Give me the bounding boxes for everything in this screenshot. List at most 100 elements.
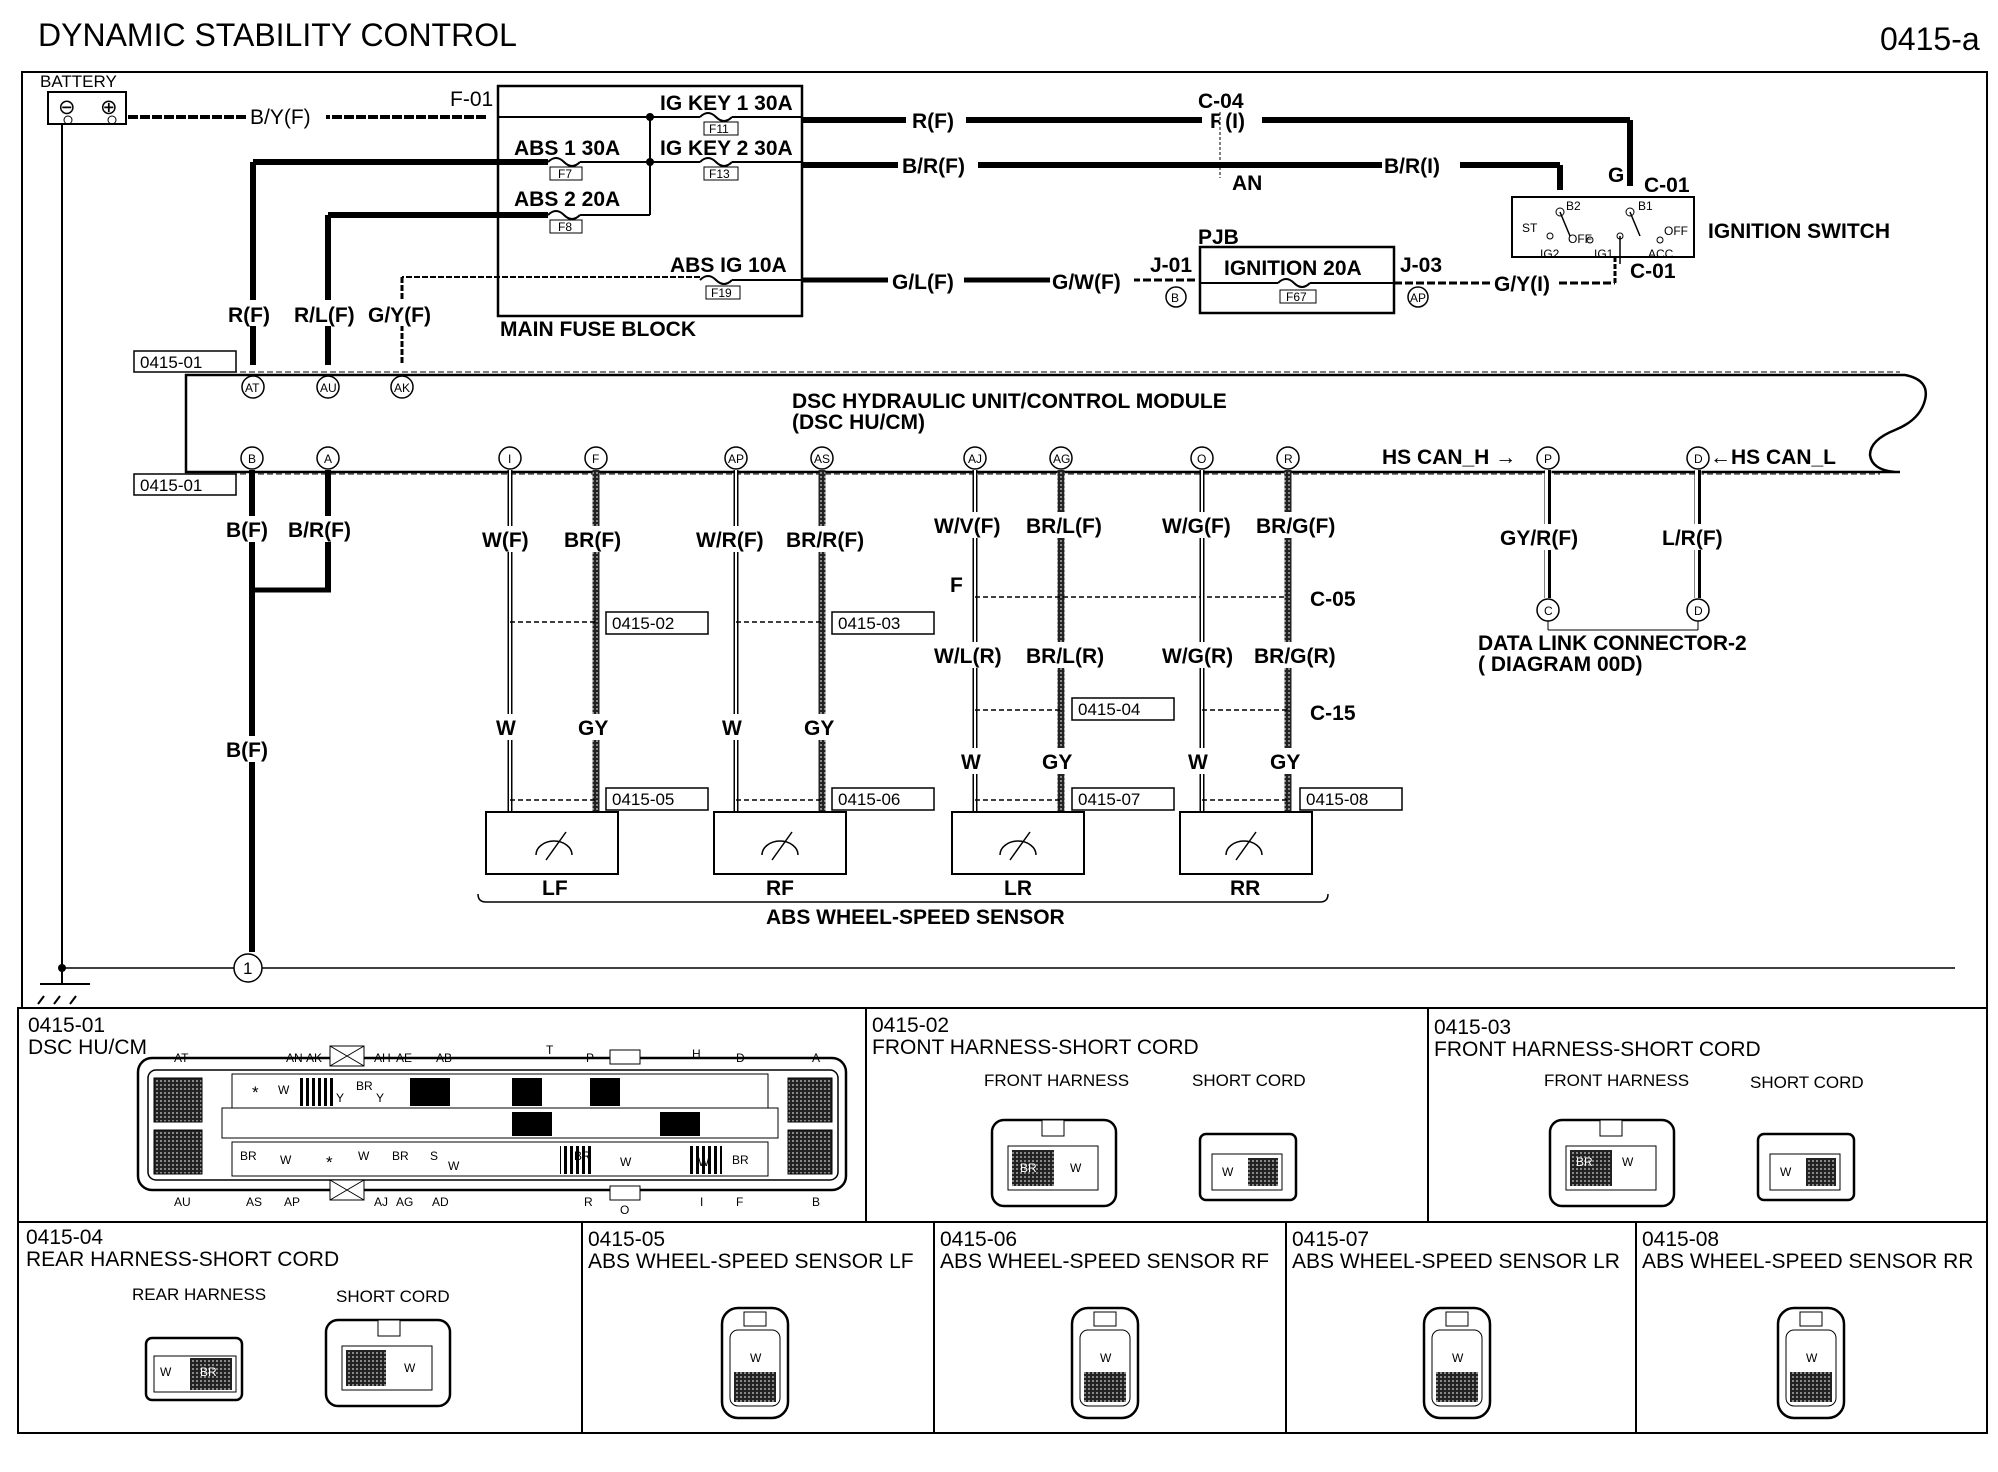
pjb-box	[1198, 245, 1396, 315]
wire-label-br-f: B/R(F)	[902, 155, 965, 178]
sw-b2: B2	[1566, 199, 1581, 213]
fuse-code: F11	[709, 122, 729, 136]
sw-st: ST	[1522, 221, 1538, 235]
p01-cell: *	[252, 1083, 259, 1102]
p01-top-ae: AE	[396, 1051, 412, 1065]
wire-label-b-f: B(F)	[226, 519, 268, 542]
j03-conn-label: AP	[1410, 291, 1426, 305]
panel-name: ABS WHEEL-SPEED SENSOR LR	[1292, 1250, 1620, 1273]
pin-br: BR	[200, 1365, 217, 1379]
ref-0415-06: 0415-06	[838, 790, 900, 809]
p01-cell: W	[698, 1155, 710, 1169]
pin-au: AU	[320, 381, 337, 395]
pin-w: W	[1806, 1351, 1818, 1365]
pin-ak: AK	[394, 381, 410, 395]
p01-top-at: AT	[174, 1051, 189, 1065]
panel-name: FRONT HARNESS-SHORT CORD	[1434, 1038, 1761, 1061]
battery-minus-icon: ⊖	[58, 96, 76, 119]
sw-acc: ACC	[1648, 247, 1674, 261]
connector-f-label: F	[950, 574, 963, 597]
sensor-lf: LF	[485, 811, 619, 900]
battery: BATTERY ⊖ ⊕	[40, 72, 127, 125]
panel-name: REAR HARNESS-SHORT CORD	[26, 1248, 339, 1271]
pin-as: AS	[814, 452, 830, 466]
wire-label-w-lf: W	[496, 717, 516, 740]
p01-cell: BR	[574, 1149, 591, 1163]
fuse-label: ABS 1 30A	[514, 137, 620, 160]
an-label: AN	[1232, 172, 1262, 195]
pin-w: W	[404, 1361, 416, 1375]
pjb-fuse-code: F67	[1286, 290, 1307, 304]
page-code: 0415-a	[1880, 21, 1980, 57]
j01-label: J-01	[1150, 254, 1192, 277]
p01-bot-ag: AG	[396, 1195, 413, 1209]
panel-0415-01: 0415-01 DSC HU/CM AT AN AK AH AE AB T P	[28, 1014, 848, 1217]
fuse-label: IG KEY 2 30A	[660, 137, 793, 160]
panel-0415-02: 0415-02 FRONT HARNESS-SHORT CORD FRONT H…	[872, 1014, 1306, 1208]
module-ref-bottom: 0415-01	[140, 476, 202, 495]
pin-w: W	[1100, 1351, 1112, 1365]
p01-cell: W	[278, 1083, 290, 1097]
wire-label-gy-lf: GY	[578, 717, 608, 740]
j03-label: J-03	[1400, 254, 1442, 277]
pin-br: BR	[1020, 1161, 1037, 1175]
wire-label-wl-r: W/L(R)	[934, 645, 1002, 668]
panel-0415-07: 0415-07 ABS WHEEL-SPEED SENSOR LR W	[1292, 1228, 1620, 1420]
pin-w: W	[1780, 1165, 1792, 1179]
panel-code: 0415-03	[1434, 1016, 1511, 1039]
main-fuse-block-label: MAIN FUSE BLOCK	[500, 318, 696, 341]
wire-label-gy-rr: GY	[1270, 751, 1300, 774]
dlc-diagram-ref: ( DIAGRAM 00D)	[1478, 653, 1643, 676]
p01-top-t: T	[546, 1043, 554, 1057]
wire-label-w-rf: W	[722, 717, 742, 740]
pjb-label: PJB	[1198, 226, 1239, 249]
dlc-pin-c: C	[1544, 604, 1553, 618]
sensor-rr: RR	[1179, 811, 1313, 900]
fuse-code: F8	[558, 220, 572, 234]
fuse-label: ABS 2 20A	[514, 188, 620, 211]
sensor-rf-label: RF	[766, 877, 794, 900]
pin-d: D	[1694, 452, 1703, 466]
p01-cell: BR	[356, 1079, 373, 1093]
p01-top-an: AN	[286, 1051, 303, 1065]
hs-can-l-label: ←HS CAN_L	[1710, 446, 1836, 469]
wire-label-wv-f: W/V(F)	[934, 515, 1000, 538]
fuse-label: IG KEY 1 30A	[660, 92, 793, 115]
wire-label-b-f-low: B(F)	[226, 739, 268, 762]
panel-code: 0415-04	[26, 1226, 103, 1249]
panel-name: ABS WHEEL-SPEED SENSOR LF	[588, 1250, 914, 1273]
p01-bot-i: I	[700, 1195, 703, 1209]
ref-0415-07: 0415-07	[1078, 790, 1140, 809]
module-bottom-pins: B A I F AP AS AJ AG O R P D	[240, 446, 1710, 470]
p01-cell: W	[620, 1155, 632, 1169]
p01-cell: Y	[336, 1091, 344, 1105]
dlc-label: DATA LINK CONNECTOR-2	[1478, 632, 1747, 655]
c04-label: C-04	[1198, 90, 1244, 113]
pin-ap: AP	[728, 452, 744, 466]
ignition-g-label: G	[1608, 164, 1624, 187]
p01-cell: S	[430, 1149, 438, 1163]
wire-label-wg-f: W/G(F)	[1162, 515, 1231, 538]
c01-bottom-label: C-01	[1630, 260, 1676, 283]
pin-o: O	[1197, 452, 1206, 466]
p01-cell: *	[326, 1153, 333, 1172]
fuse-code: F7	[558, 167, 572, 181]
pin-f: F	[592, 452, 599, 466]
p01-bot-o: O	[620, 1203, 629, 1217]
wire-label-w-rr: W	[1188, 751, 1208, 774]
battery-label: BATTERY	[40, 72, 117, 91]
panel-code: 0415-08	[1642, 1228, 1719, 1251]
sw-off1: OFF	[1568, 232, 1592, 246]
p01-top-d: D	[736, 1051, 745, 1065]
p01-cell: W	[358, 1149, 370, 1163]
panel-0415-08: 0415-08 ABS WHEEL-SPEED SENSOR RR W	[1642, 1228, 1973, 1420]
panel-left-label: FRONT HARNESS	[984, 1071, 1129, 1090]
f01-label: F-01	[450, 88, 493, 111]
wire-label-r-f: R(F)	[912, 110, 954, 133]
sensor-caption: ABS WHEEL-SPEED SENSOR	[766, 906, 1065, 929]
module-top-pins: AT AU AK	[241, 375, 414, 399]
sw-ig2: IG2	[1540, 247, 1560, 261]
pin-w: W	[160, 1365, 172, 1379]
pin-p: P	[1544, 452, 1552, 466]
pin-a: A	[324, 452, 332, 466]
